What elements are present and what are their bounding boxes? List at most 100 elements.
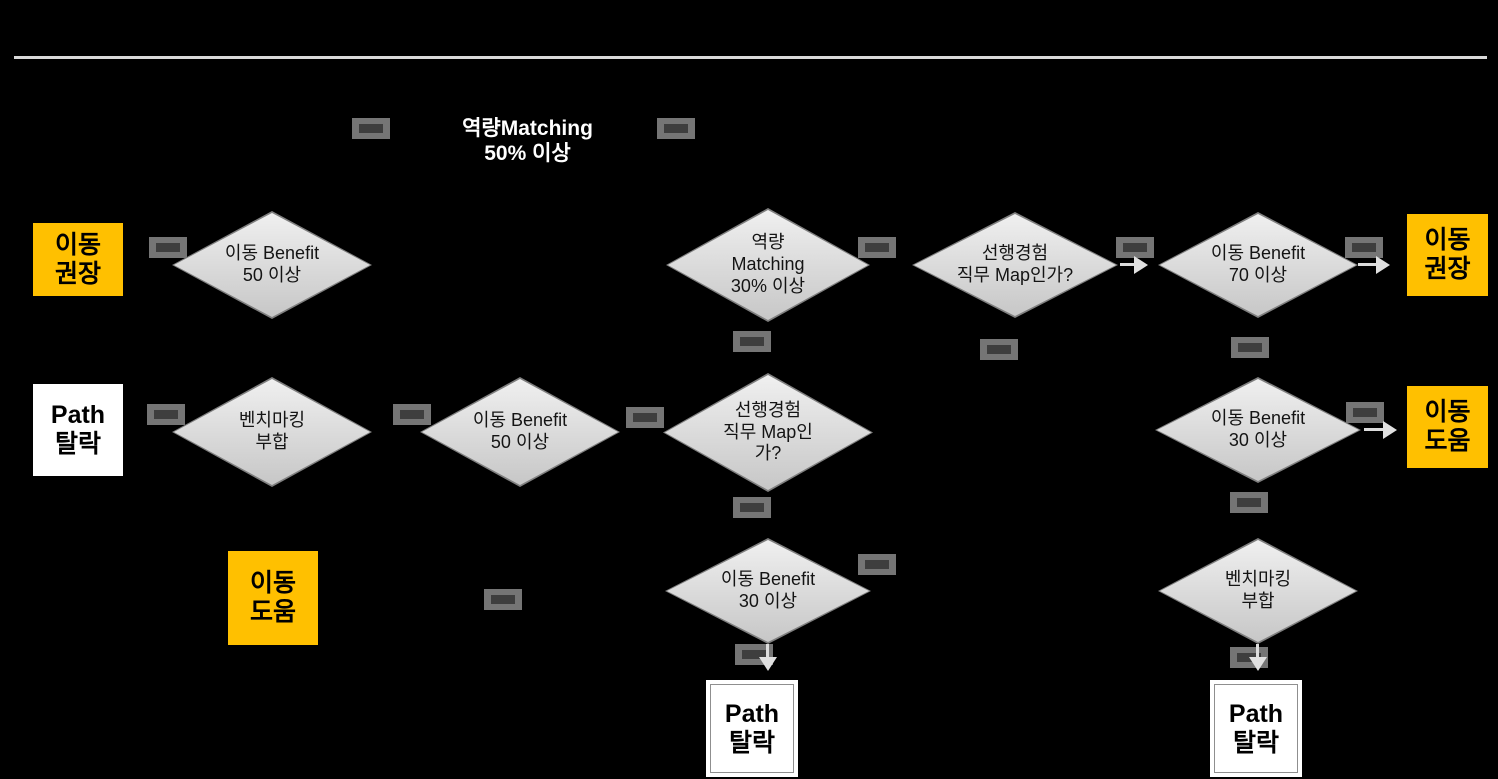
edge-label-ink: [156, 243, 180, 252]
decision-benchmarking-fit-a: 벤치마킹 부합: [172, 377, 372, 487]
diamond-line: 벤치마킹: [238, 410, 306, 431]
diamond-line: 이동 Benefit: [1210, 243, 1306, 264]
edge-label-chip: [393, 404, 431, 425]
edge-label-ink: [1237, 498, 1261, 507]
flow-condition-label: 역량Matching 50% 이상: [430, 116, 625, 166]
diamond-line: 30 이상: [1228, 430, 1288, 450]
decision-benchmarking-fit-b: 벤치마킹 부합: [1158, 538, 1358, 644]
decision-move-benefit-50-b: 이동 Benefit 50 이상: [420, 377, 620, 487]
result-move-recommend-left: 이동 권장: [33, 223, 123, 296]
edge-label-chip: [1116, 237, 1154, 258]
arrow-right-icon: [1134, 256, 1148, 274]
diamond-text: 이동 Benefit 70 이상: [1158, 212, 1358, 318]
edge-label-chip: [657, 118, 695, 139]
result-move-help-mid: 이동 도움: [228, 551, 318, 645]
diamond-text: 이동 Benefit 30 이상: [665, 538, 871, 644]
edge-label-chip: [1230, 492, 1268, 513]
edge-label-ink: [664, 124, 688, 133]
diamond-line: 직무 Map인가?: [956, 265, 1074, 285]
diamond-line: 부합: [1241, 591, 1275, 611]
edge-label-ink: [633, 413, 657, 422]
diamond-line: 부합: [255, 432, 289, 452]
diamond-line: 역량: [751, 232, 785, 253]
box-line: 이동: [1424, 398, 1471, 427]
decision-move-benefit-70: 이동 Benefit 70 이상: [1158, 212, 1358, 318]
box-line: Path: [50, 401, 106, 430]
edge-label-ink: [740, 503, 764, 512]
edge-label-ink: [359, 124, 383, 133]
connector-line: [766, 644, 769, 658]
edge-label-ink: [1123, 243, 1147, 252]
decision-move-benefit-50-a: 이동 Benefit 50 이상: [172, 211, 372, 319]
edge-label-ink: [1238, 343, 1262, 352]
edge-label-ink: [740, 337, 764, 346]
result-move-help-right: 이동 도움: [1407, 386, 1488, 468]
edge-label-ink: [742, 650, 766, 659]
edge-label-ink: [1353, 408, 1377, 417]
box-line: 탈락: [54, 430, 101, 458]
edge-label-ink: [400, 410, 424, 419]
connector-line: [1120, 263, 1136, 266]
edge-label-chip: [858, 554, 896, 575]
diamond-text: 이동 Benefit 50 이상: [420, 377, 620, 487]
connector-line: [1364, 428, 1385, 431]
diamond-line: 30% 이상: [730, 275, 806, 296]
edge-label-chip: [484, 589, 522, 610]
edge-label-chip: [1346, 402, 1384, 423]
decision-prior-experience-map-a: 선행경험 직무 Map인가?: [912, 212, 1118, 318]
diamond-line: 선행경험: [981, 243, 1049, 264]
diamond-line: 70 이상: [1228, 265, 1288, 285]
diamond-text: 벤치마킹 부합: [1158, 538, 1358, 644]
edge-label-chip: [626, 407, 664, 428]
result-move-recommend-right: 이동 권장: [1407, 214, 1488, 296]
arrow-down-icon: [1249, 657, 1267, 671]
edge-label-chip: [733, 331, 771, 352]
top-divider: [14, 56, 1487, 59]
box-line: 이동: [1424, 226, 1471, 255]
diamond-line: 이동 Benefit: [224, 243, 320, 264]
diamond-line: 50 이상: [242, 265, 302, 285]
edge-label-chip: [1231, 337, 1269, 358]
decision-move-benefit-30-b: 이동 Benefit 30 이상: [665, 538, 871, 644]
connector-line: [1256, 644, 1259, 658]
box-line: 이동: [249, 569, 296, 598]
flow-condition-line: 역량Matching: [462, 117, 593, 140]
diamond-line: 이동 Benefit: [720, 569, 816, 590]
result-path-fail-left: Path 탈락: [33, 384, 123, 476]
decision-move-benefit-30-a: 이동 Benefit 30 이상: [1155, 377, 1361, 483]
edge-label-chip: [1345, 237, 1383, 258]
box-line: 권장: [54, 259, 101, 288]
diamond-text: 벤치마킹 부합: [172, 377, 372, 487]
box-line: Path: [724, 699, 780, 728]
edge-label-ink: [1352, 243, 1376, 252]
edge-label-chip: [147, 404, 185, 425]
diamond-line: 50 이상: [490, 432, 550, 452]
result-path-fail-bottom-center: Path 탈락: [706, 680, 798, 777]
diamond-line: 벤치마킹: [1224, 569, 1292, 590]
decision-competency-matching-30: 역량 Matching 30% 이상: [666, 208, 870, 322]
box-line: 권장: [1424, 255, 1471, 283]
arrow-down-icon: [759, 657, 777, 671]
diamond-text: 역량 Matching 30% 이상: [666, 208, 870, 322]
edge-label-ink: [865, 243, 889, 252]
edge-label-ink: [987, 345, 1011, 354]
box-line: 탈락: [728, 728, 775, 757]
edge-label-chip: [352, 118, 390, 139]
box-line: Path: [1228, 699, 1284, 728]
diamond-text: 선행경험 직무 Map인 가?: [663, 373, 873, 492]
diamond-line: 이동 Benefit: [472, 410, 568, 431]
box-line: 도움: [1424, 427, 1471, 455]
diamond-line: Matching: [731, 254, 805, 275]
result-path-fail-bottom-right: Path 탈락: [1210, 680, 1302, 777]
connector-line: [1358, 263, 1378, 266]
edge-label-chip: [858, 237, 896, 258]
flow-condition-line: 50% 이상: [484, 142, 571, 166]
diamond-line: 이동 Benefit: [1210, 408, 1306, 429]
edge-label-ink: [154, 410, 178, 419]
arrow-right-icon: [1383, 421, 1397, 439]
diamond-text: 선행경험 직무 Map인가?: [912, 212, 1118, 318]
diamond-text: 이동 Benefit 50 이상: [172, 211, 372, 319]
diamond-line: 가?: [754, 443, 782, 464]
box-line: 탈락: [1232, 728, 1279, 757]
